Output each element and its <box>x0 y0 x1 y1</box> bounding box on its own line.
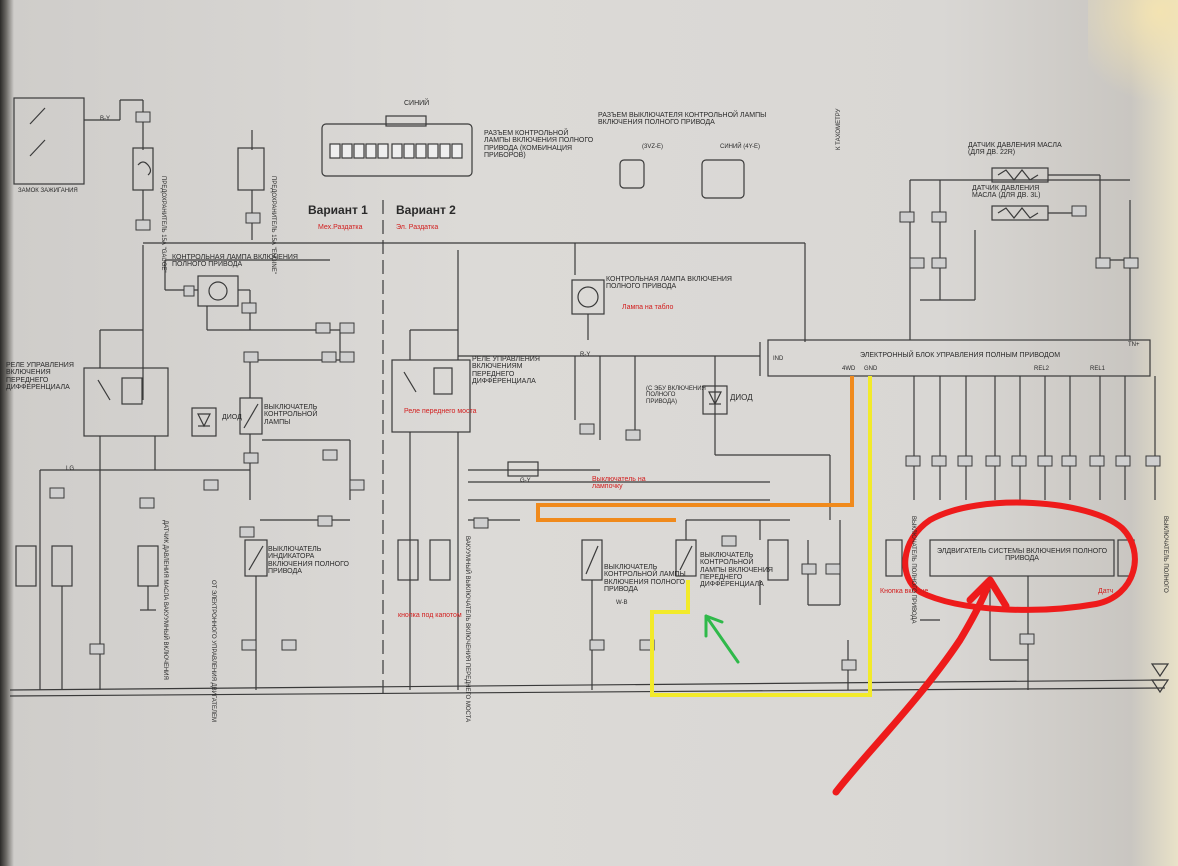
instrument-connector <box>321 123 473 177</box>
button-note: Кнопка включе <box>880 588 929 595</box>
switch-indicator-label: ВЫКЛЮЧАТЕЛЬ ИНДИКАТОРА ВКЛЮЧЕНИЯ ПОЛНОГО… <box>268 546 349 576</box>
engine-3vz-label: (3VZ-E) <box>642 144 663 150</box>
lamp-on-panel-note: Лампа на табло <box>622 304 674 311</box>
switch-lamp-label: ВЫКЛЮЧАТЕЛЬ КОНТРОЛЬНОЙ ЛАМПЫ <box>264 404 318 426</box>
relay-right-label: РЕЛЕ УПРАВЛЕНИЯ ВКЛЮЧЕНИЯМ ПЕРЕДНЕГО ДИФ… <box>472 356 540 386</box>
relay-left <box>83 367 169 437</box>
yellow-marker-path <box>650 376 872 697</box>
under-hood-button-1 <box>397 539 419 581</box>
connector-blue-label: СИНИЙ <box>404 100 430 107</box>
switch-front-diff-label: ВЫКЛЮЧАТЕЛЬ КОНТРОЛЬНОЙ ЛАМПЫ ВКЛЮЧЕНИЯ … <box>700 552 773 589</box>
motor-block <box>929 539 1115 577</box>
oil-sensor-3l-label: ДАТЧИК ДАВЛЕНИЯ МАСЛА (ДЛЯ ДВ. 3L) <box>972 185 1041 200</box>
sensor-short-note: Датч <box>1098 588 1114 595</box>
variant-1-note: Мех.Раздатка <box>318 224 363 231</box>
left-sensor-1 <box>15 545 37 587</box>
wire-tag: W-B <box>616 600 628 606</box>
switch-4wd-vertical-label: ВЫКЛЮЧАТЕЛЬ ПОЛНОГО ПРИВОДА <box>910 516 916 624</box>
ecu-pin-ind: IND <box>773 356 784 362</box>
to-ecu-engine-label: ОТ ЭЛЕКТРОННОГО УПРАВЛЕНИЯ ДВИГАТЕЛЕМ <box>210 580 216 722</box>
motor-label: ЭЛДВИГАТЕЛЬ СИСТЕМЫ ВКЛЮЧЕНИЯ ПОЛНОГО ПР… <box>936 548 1108 563</box>
variant-2-note: Эл. Раздатка <box>396 224 439 231</box>
ecu-pin-gnd: GND <box>864 366 878 372</box>
red-circle-marker <box>902 499 1138 613</box>
front-axle-relay-note: Реле переднего моста <box>404 408 477 415</box>
wire-tag: G-Y <box>520 478 531 484</box>
to-tachometer-label: К ТАХОМЕТРУ <box>836 108 842 150</box>
wire-tag: LG <box>66 466 75 472</box>
control-lamp-right <box>571 279 605 315</box>
fuse-gauge-label: ПРЕДОХРАНИТЕЛЬ 15А "GAUGE" <box>160 176 166 273</box>
switch-right-extra <box>767 539 789 581</box>
control-lamp-left-label: КОНТРОЛЬНАЯ ЛАМПА ВКЛЮЧЕНИЯ ПОЛНОГО ПРИВ… <box>172 254 298 269</box>
red-arrow-marker <box>832 576 1010 796</box>
oil-gauge-vertical-label: ДАТЧИК ДАВЛЕНИЯ МАСЛА ВАКУУМНЫЙ ВКЛЮЧЕНИ… <box>162 520 168 680</box>
switch-to-bulb-note: Выключатель на лампочку <box>592 476 646 491</box>
control-lamp-left <box>197 275 239 307</box>
oil-pressure-sensor-left <box>137 545 159 587</box>
diode-left-box <box>191 407 217 437</box>
switch-connector-4y <box>701 159 745 199</box>
green-arrow <box>704 614 740 664</box>
ecu-pin-4wd: 4WD <box>842 366 856 372</box>
ecu-label: ЭЛЕКТРОННЫЙ БЛОК УПРАВЛЕНИЯ ПОЛНЫМ ПРИВО… <box>859 352 1061 359</box>
connector-title: РАЗЪЕМ КОНТРОЛЬНОЙ ЛАМПЫ ВКЛЮЧЕНИЯ ПОЛНО… <box>484 130 594 160</box>
ignition-switch <box>13 97 85 185</box>
vacuum-switch-label: ВАКУУМНЫЙ ВЫКЛЮЧАТЕЛЬ ВКЛЮЧЕНИЯ ПЕРЕДНЕГ… <box>464 536 470 723</box>
right-switch-left <box>885 539 903 577</box>
switch-full-label: ВЫКЛЮЧАТЕЛЬ ПОЛНОГО <box>1162 516 1168 593</box>
left-sensor-2 <box>51 545 73 587</box>
wire-tag: R-Y <box>580 352 591 358</box>
diode-right-box <box>702 385 728 415</box>
lamp-switch <box>239 397 263 435</box>
ecu-pin-tn: TN+ <box>1128 342 1140 348</box>
ignition-label: ЗАМОК ЗАЖИГАНИЯ <box>18 188 78 194</box>
variant-2-title: Вариант 2 <box>396 203 456 217</box>
relay-left-label: РЕЛЕ УПРАВЛЕНИЯ ВКЛЮЧЕНИЯ ПЕРЕДНЕГО ДИФФ… <box>6 362 74 392</box>
ecu-pin-rel1: REL1 <box>1090 366 1106 372</box>
oil-sensor-22r-label: ДАТЧИК ДАВЛЕНИЯ МАСЛА (ДЛЯ ДВ. 22R) <box>968 142 1062 157</box>
wire-tag: B-Y <box>100 116 111 122</box>
resistor <box>507 461 539 477</box>
variant-1-title: Вариант 1 <box>308 203 368 217</box>
from-ecu-label: (С ЭБУ ВКЛЮЧЕНИЯ ПОЛНОГО ПРИВОДА) <box>646 386 706 405</box>
under-hood-button-2 <box>429 539 451 581</box>
switch-4wd-lamp-label: ВЫКЛЮЧАТЕЛЬ КОНТРОЛЬНОЙ ЛАМПЫ ВКЛЮЧЕНИЯ … <box>604 564 686 594</box>
fuse-engine-label: ПРЕДОХРАНИТЕЛЬ 15А "ENGINE" <box>270 176 276 274</box>
engine-4y-label: СИНИЙ (4Y-E) <box>720 144 761 150</box>
diode-right-label: ДИОД <box>730 393 753 402</box>
orange-marker-path <box>536 376 854 522</box>
ecu-block <box>767 339 1151 377</box>
oil-pressure-3l <box>991 205 1049 221</box>
ecu-pin-rel2: REL2 <box>1034 366 1050 372</box>
diode-left-label: ДИОД <box>222 414 242 421</box>
under-hood-button-note: кнопка под капотом <box>398 612 462 619</box>
control-lamp-right-label: КОНТРОЛЬНАЯ ЛАМПА ВКЛЮЧЕНИЯ ПОЛНОГО ПРИВ… <box>606 276 732 291</box>
relay-right <box>391 359 471 433</box>
switch-connector-title: РАЗЪЕМ ВЫКЛЮЧАТЕЛЯ КОНТРОЛЬНОЙ ЛАМПЫ ВКЛ… <box>598 112 767 127</box>
switch-connector-3vz <box>619 159 645 189</box>
fuse-engine <box>237 147 265 191</box>
